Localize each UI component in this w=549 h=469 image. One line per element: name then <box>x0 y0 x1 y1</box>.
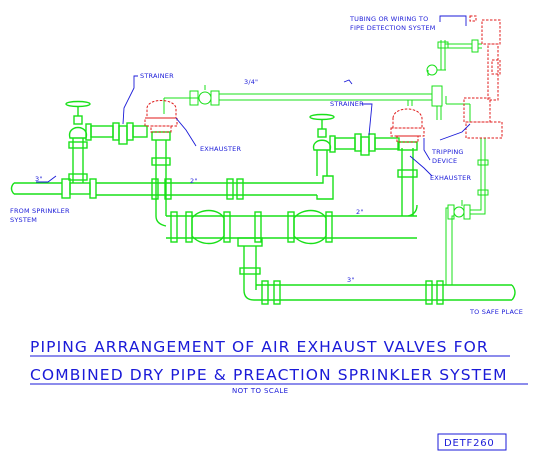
tripping-label-line2: DEVICE <box>432 157 457 165</box>
labels: TUBING OR WIRING TO FIPE DETECTION SYSTE… <box>10 15 523 316</box>
right-exhauster-riser <box>397 141 418 216</box>
tubing-label-line1: TUBING OR WIRING TO <box>349 15 428 23</box>
drawing-id-box: DETF260 <box>437 433 507 451</box>
tripping-line <box>426 39 489 285</box>
exhauster-left-label: EXHAUSTER <box>200 145 241 153</box>
from-sprinkler-label-line2: SYSTEM <box>10 216 37 224</box>
inlet-size-label: 3" <box>35 175 43 183</box>
title-line1: PIPING ARRANGEMENT OF AIR EXHAUST VALVES… <box>30 338 489 356</box>
tubing-label-line2: FIPE DETECTION SYSTEM <box>350 24 436 32</box>
upper-2in-main <box>96 175 334 200</box>
inlet-pipe <box>10 178 97 199</box>
right-valve <box>309 113 356 176</box>
title-block: PIPING ARRANGEMENT OF AIR EXHAUST VALVES… <box>30 338 528 395</box>
drain-3in-line <box>254 280 516 305</box>
three-quarter-line <box>163 85 443 114</box>
left-riser <box>68 138 88 183</box>
left-valve <box>65 100 114 141</box>
drawing-id: DETF260 <box>444 438 495 449</box>
left-strainer <box>112 122 148 145</box>
scale-note: NOT TO SCALE <box>232 387 289 395</box>
lower-2in-main <box>166 204 418 245</box>
title-line2: COMBINED DRY PIPE & PREACTION SPRINKLER … <box>30 366 508 384</box>
lower-main-size-label: 2" <box>356 208 364 216</box>
exhausters-and-devices <box>144 15 503 143</box>
from-sprinkler-label-line1: FROM SPRINKLER <box>10 207 70 215</box>
exhauster-right-label: EXHAUSTER <box>430 174 471 182</box>
upper-main-size-label: 2" <box>190 177 198 185</box>
three-quarter-size-label: 3/4" <box>244 78 258 86</box>
left-exhauster <box>144 100 178 133</box>
strainer-left-label: STRAINER <box>140 72 174 80</box>
tripping-device <box>463 15 503 139</box>
right-exhauster <box>390 108 425 143</box>
tripping-label-line1: TRIPPING <box>431 148 464 156</box>
leader-lines <box>36 15 471 183</box>
right-strainer <box>354 133 400 156</box>
pipe-network <box>10 39 516 305</box>
drain-drop <box>237 237 263 301</box>
safe-place-label: TO SAFE PLACE <box>469 308 523 316</box>
drain-size-label: 3" <box>347 276 355 284</box>
strainer-right-label: STRAINER <box>330 100 364 108</box>
